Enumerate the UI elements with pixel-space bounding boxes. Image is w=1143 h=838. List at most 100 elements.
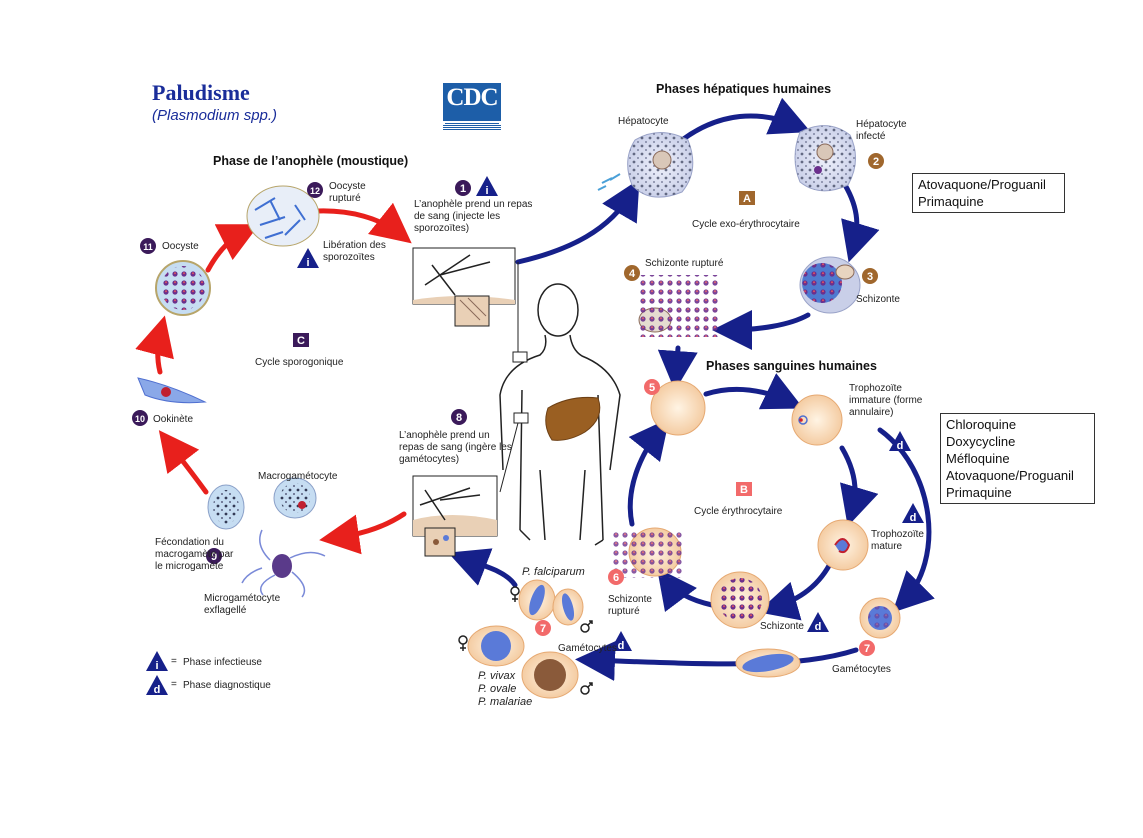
arrow-troph-to-gametocytes bbox=[877, 427, 935, 613]
cycle-label-c: Cycle sporogonique bbox=[255, 357, 344, 368]
page-subtitle: (Plasmodium spp.) bbox=[152, 107, 278, 124]
cycle-letter-b: B bbox=[736, 482, 752, 496]
label-p-falciparum: P. falciparum bbox=[522, 566, 585, 578]
svg-text:B: B bbox=[740, 484, 748, 496]
diagnostic-triangle-troph: d bbox=[889, 431, 911, 452]
badge-9: 9 bbox=[206, 548, 222, 564]
svg-text:C: C bbox=[297, 335, 305, 347]
step-badges: 1 2 3 4 5 6 7 7 8 9 10 11 12 bbox=[132, 153, 884, 656]
badge-6: 6 bbox=[608, 569, 624, 585]
label-oocyst: Oocyste bbox=[162, 241, 199, 252]
label-blood-schizont: Schizonte bbox=[760, 621, 804, 632]
label-hepatocyte: Hépatocyte bbox=[618, 116, 669, 127]
label-ookinete: Ookinète bbox=[153, 414, 194, 425]
macrogametocyte bbox=[207, 477, 317, 530]
female-symbol-vivax bbox=[458, 635, 468, 651]
oocyst-ruptured bbox=[246, 185, 320, 247]
svg-text:i: i bbox=[485, 185, 488, 197]
female-symbol-falciparum bbox=[510, 586, 520, 602]
arrow-hepatocyte-to-infected bbox=[679, 97, 811, 143]
legend-eq-diagnostic: = bbox=[171, 679, 177, 690]
badge-3: 3 bbox=[862, 268, 878, 284]
arrow-oocyst-to-ruptured bbox=[205, 224, 260, 273]
svg-text:d: d bbox=[618, 640, 625, 652]
svg-text:7: 7 bbox=[540, 623, 546, 635]
svg-text:A: A bbox=[743, 193, 751, 205]
drug-item: Primaquine bbox=[946, 485, 1012, 500]
svg-text:d: d bbox=[154, 684, 161, 696]
badge-11: 11 bbox=[140, 238, 156, 254]
legend-label-diagnostic: Phase diagnostique bbox=[183, 680, 271, 691]
svg-text:i: i bbox=[306, 257, 309, 269]
svg-text:4: 4 bbox=[629, 268, 636, 280]
gametocyte-falciparum-elongated bbox=[735, 648, 801, 678]
section-title-hepatic: Phases hépatiques humaines bbox=[656, 82, 832, 96]
svg-text:2: 2 bbox=[873, 156, 879, 168]
arrow-gametocytes-to-left bbox=[575, 640, 859, 681]
label-gametocytes-right: Gamétocytes bbox=[832, 664, 891, 675]
label-gametocytes-left: Gamétocytes bbox=[558, 643, 617, 654]
arrow-mature-to-schizont bbox=[757, 557, 835, 621]
blood-schizont bbox=[710, 571, 770, 629]
trophozoite-immature bbox=[791, 394, 843, 446]
legend-label-infectious: Phase infectieuse bbox=[183, 657, 262, 668]
hepatocyte bbox=[597, 132, 694, 198]
svg-text:8: 8 bbox=[456, 412, 462, 424]
svg-text:d: d bbox=[815, 621, 822, 633]
cycle-label-b: Cycle érythrocytaire bbox=[694, 506, 783, 517]
diagnostic-triangle-gametocytes: d bbox=[610, 631, 632, 652]
arrow-bite-to-liver bbox=[515, 179, 640, 265]
gametocyte-right bbox=[859, 597, 901, 639]
drug-item: Doxycycline bbox=[946, 434, 1016, 449]
drug-item: Méfloquine bbox=[946, 451, 1010, 466]
svg-text:1: 1 bbox=[460, 183, 466, 195]
legend-eq-infectious: = bbox=[171, 656, 177, 667]
svg-text:11: 11 bbox=[143, 242, 153, 252]
rbc-uninfected bbox=[650, 380, 706, 436]
svg-text:3: 3 bbox=[867, 271, 873, 283]
drug-item: Atovaquone/Proguanil bbox=[946, 468, 1074, 483]
arrow-gametocytes-to-mosquito bbox=[448, 548, 518, 588]
arrow-rbc-to-trophozoite bbox=[703, 373, 804, 410]
arrow-schizont-to-ruptured-blood bbox=[656, 568, 715, 613]
svg-text:d: d bbox=[897, 440, 904, 452]
mosquito-bite-box-1 bbox=[412, 247, 516, 327]
svg-text:d: d bbox=[910, 512, 917, 524]
arrow-ookinete-to-oocyst bbox=[135, 315, 174, 375]
cdc-logo: CDC bbox=[443, 83, 501, 130]
gametocytes-falciparum bbox=[518, 579, 584, 626]
trophozoite-mature bbox=[817, 519, 869, 571]
page-title: Paludisme bbox=[152, 80, 250, 105]
arrow-infected-to-schizont bbox=[839, 177, 880, 263]
male-symbol-vivax bbox=[580, 682, 593, 695]
male-symbol-falciparum bbox=[580, 620, 593, 633]
drug-box-liver: Atovaquone/Proguanil Primaquine bbox=[912, 173, 1065, 213]
arrow-troph-to-mature bbox=[839, 445, 879, 527]
label-macrogametocyte: Macrogamétocyte bbox=[258, 471, 338, 482]
infectious-triangle-bite: i bbox=[476, 176, 498, 197]
human-silhouette bbox=[499, 283, 621, 546]
svg-text:5: 5 bbox=[649, 382, 655, 394]
hepatocyte-infected bbox=[794, 125, 856, 192]
badge-7a: 7 bbox=[535, 620, 551, 636]
infectious-triangle-release: i bbox=[297, 248, 319, 269]
skin-markers bbox=[499, 262, 529, 493]
svg-text:i: i bbox=[155, 660, 158, 672]
svg-text:7: 7 bbox=[864, 643, 870, 655]
red-arrows bbox=[135, 202, 412, 555]
badge-10: 10 bbox=[132, 410, 148, 426]
badge-1: 1 bbox=[455, 180, 471, 196]
liver-schizont-ruptured bbox=[638, 275, 718, 337]
cycle-letter-c: C bbox=[293, 333, 309, 347]
diagnostic-triangle-schizont: d bbox=[807, 612, 829, 633]
badge-4: 4 bbox=[624, 265, 640, 281]
drug-item: Primaquine bbox=[918, 194, 984, 209]
